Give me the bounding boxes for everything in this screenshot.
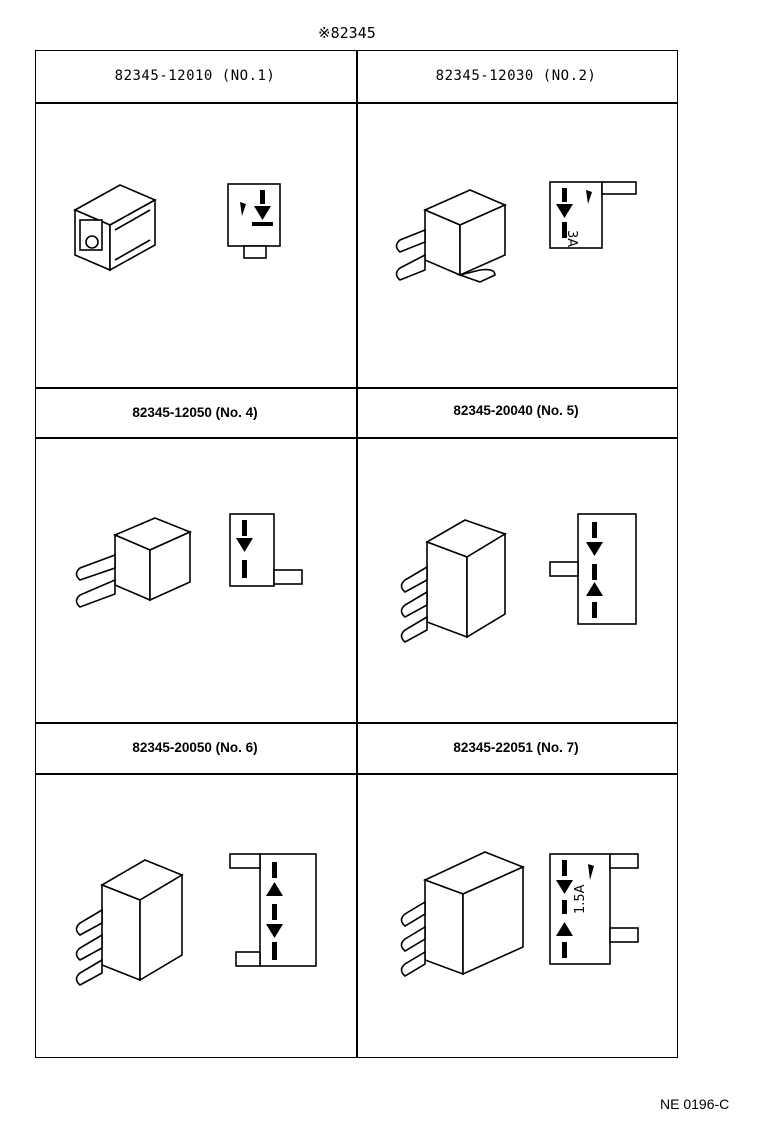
cell-1-label: 82345-12010 (NO.1) xyxy=(114,68,276,84)
connector-no7-drawing xyxy=(400,851,526,977)
row-divider xyxy=(35,773,678,775)
diode-symbol-no1 xyxy=(227,183,281,259)
drawing-code: NE 0196-C xyxy=(660,1096,730,1112)
cell-3-label: 82345-12050 (No. 4) xyxy=(132,405,258,420)
rating-label: 3A xyxy=(564,230,579,247)
connector-no4-drawing xyxy=(75,517,193,608)
connector-no1-drawing xyxy=(73,184,157,272)
row-divider xyxy=(35,437,678,439)
diode-symbol-no7: 1.5A xyxy=(549,853,639,965)
row-divider xyxy=(35,722,678,724)
cell-5-label: 82345-20050 (No. 6) xyxy=(132,740,258,755)
cell-4-label: 82345-20040 (No. 5) xyxy=(453,403,579,418)
cell-2-label: 82345-12030 (NO.2) xyxy=(435,68,597,84)
row-divider xyxy=(35,387,678,389)
diode-symbol-no6 xyxy=(229,853,317,967)
diode-symbol-no4 xyxy=(229,513,303,587)
diode-symbol-no5 xyxy=(549,513,637,625)
rating-label: 1.5A xyxy=(573,884,588,914)
column-divider xyxy=(356,50,358,1058)
diagram-title: ※82345 xyxy=(318,24,376,42)
connector-no2-drawing xyxy=(395,189,507,283)
connector-no6-drawing xyxy=(75,859,184,986)
diode-symbol-no2: 3A xyxy=(549,181,637,249)
cell-6-label: 82345-22051 (No. 7) xyxy=(453,740,579,755)
row-divider xyxy=(35,102,678,104)
connector-no5-drawing xyxy=(400,519,507,643)
